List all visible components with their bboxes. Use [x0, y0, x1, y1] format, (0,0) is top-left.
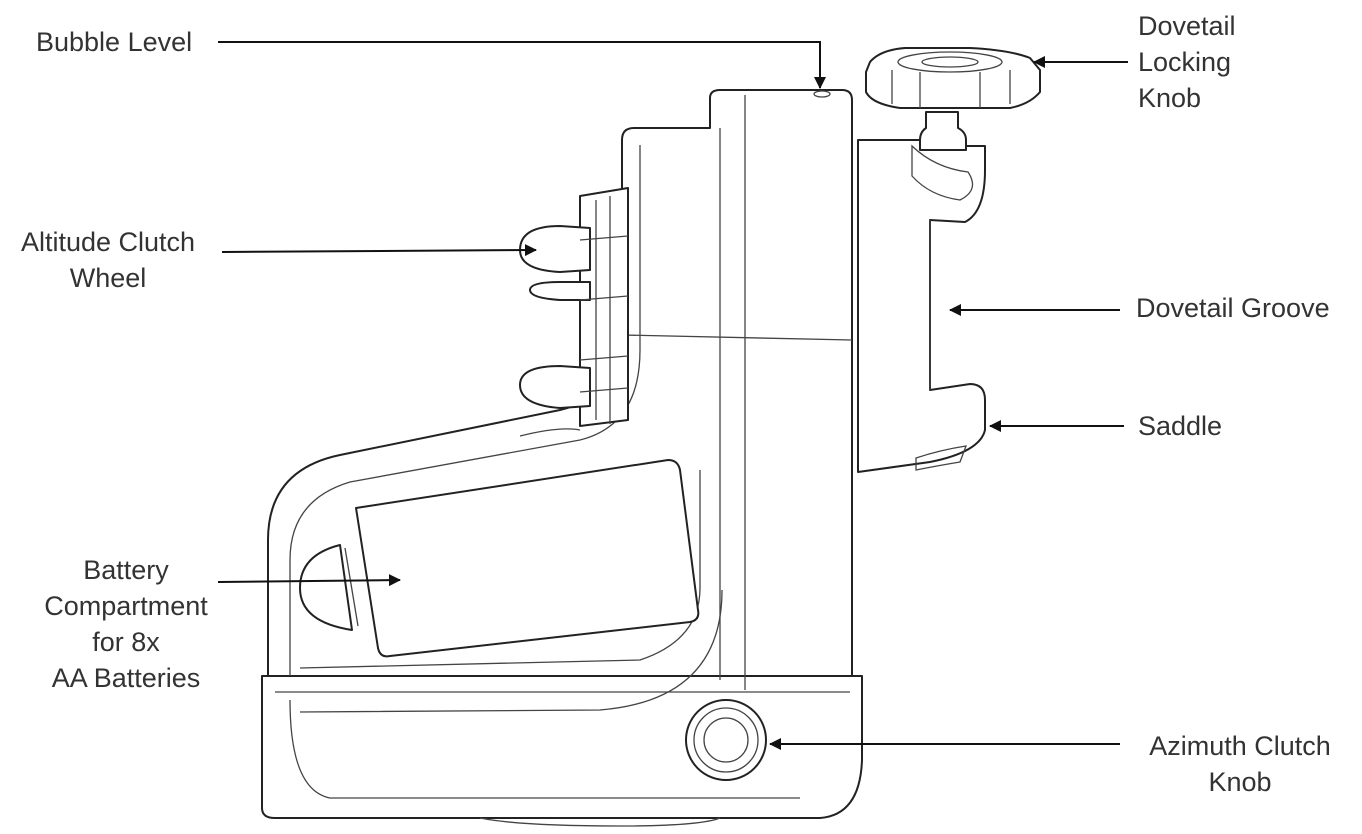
battery-compartment-leader — [217, 574, 401, 587]
label-dovetail-groove: Dovetail Groove — [1136, 293, 1330, 323]
battery-lid — [299, 459, 700, 658]
label-battery-compartment: Battery Compartment for 8x AA Batteries — [44, 555, 208, 693]
label-saddle: Saddle — [1138, 411, 1223, 441]
label-dovetail-locking-knob: Dovetail Locking Knob — [1138, 11, 1236, 113]
bubble-level-leader — [218, 41, 826, 89]
dovetail-locking-knob-shape — [865, 47, 1041, 151]
label-bubble-level: Bubble Level — [36, 27, 193, 57]
altitude-clutch-wheel-shape — [519, 187, 629, 427]
label-azimuth-clutch-knob: Azimuth Clutch Knob — [1149, 731, 1331, 797]
saddle-shape — [857, 139, 986, 473]
leader-lines — [217, 41, 1128, 750]
mount-base — [261, 675, 863, 827]
altitude-clutch-wheel-leader — [221, 244, 537, 257]
bubble-level-shape — [813, 90, 831, 98]
azimuth-clutch-knob-shape — [685, 699, 767, 781]
label-altitude-clutch-wheel: Altitude Clutch Wheel — [20, 227, 196, 293]
